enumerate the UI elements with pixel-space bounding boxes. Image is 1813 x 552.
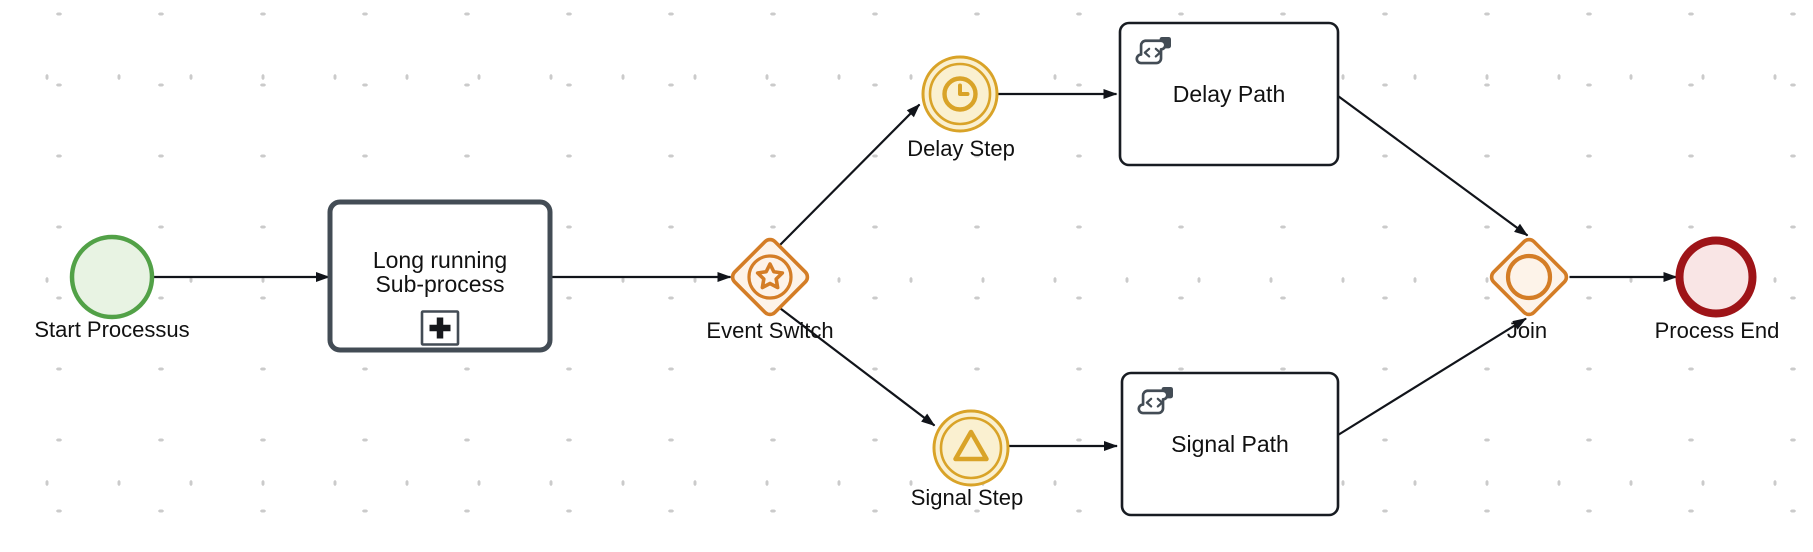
start-event-node[interactable]: Start Processus xyxy=(34,234,190,342)
flow-event-gateway-to-signal-event[interactable] xyxy=(775,304,936,427)
start-event-circle[interactable] xyxy=(69,234,155,320)
signal-task-node[interactable]: Signal Path xyxy=(1120,371,1340,517)
subprocess-label-line2: Sub-process xyxy=(375,271,504,297)
script-scroll-icon xyxy=(1135,36,1171,65)
flow-event-gateway-to-delay-event[interactable] xyxy=(775,103,921,250)
end-event-label: Process End xyxy=(1655,318,1780,343)
clock-icon xyxy=(942,76,978,112)
flow-signal-task-to-join[interactable] xyxy=(1337,317,1527,436)
end-event-circle[interactable] xyxy=(1675,236,1757,318)
subprocess-box[interactable] xyxy=(327,199,553,353)
join-gateway-node[interactable] xyxy=(1489,237,1570,318)
delay-task-node[interactable]: Delay Path xyxy=(1118,21,1340,167)
start-event-label: Start Processus xyxy=(34,317,189,342)
end-event-node[interactable]: Process End xyxy=(1655,236,1780,344)
flow-delay-task-to-join[interactable] xyxy=(1337,95,1529,237)
join-gateway-diamond[interactable] xyxy=(1489,237,1570,318)
star-in-circle-icon xyxy=(747,254,793,300)
delay-event-label: Delay Step xyxy=(907,136,1015,161)
join-gateway-label: Join xyxy=(1507,318,1547,343)
delay-task-label: Delay Path xyxy=(1173,81,1286,107)
subprocess-node[interactable]: Long running Sub-process xyxy=(327,199,553,353)
event-gateway-label: Event Switch xyxy=(706,318,833,343)
event-gateway-node[interactable] xyxy=(730,237,811,318)
signal-triangle-icon xyxy=(953,429,989,462)
delay-event-node[interactable] xyxy=(921,55,999,133)
script-scroll-icon xyxy=(1137,386,1173,415)
event-gateway-diamond[interactable] xyxy=(730,237,811,318)
signal-task-label: Signal Path xyxy=(1171,431,1289,457)
signal-event-node[interactable] xyxy=(932,409,1010,487)
plus-expand-icon[interactable] xyxy=(420,310,460,346)
signal-task-box[interactable] xyxy=(1120,371,1340,517)
circle-icon xyxy=(1505,253,1553,301)
signal-event-outer-circle[interactable] xyxy=(932,409,1010,487)
delay-task-box[interactable] xyxy=(1118,21,1340,167)
signal-event-label: Signal Step xyxy=(911,485,1024,510)
subprocess-label-line1: Long running xyxy=(373,247,507,273)
